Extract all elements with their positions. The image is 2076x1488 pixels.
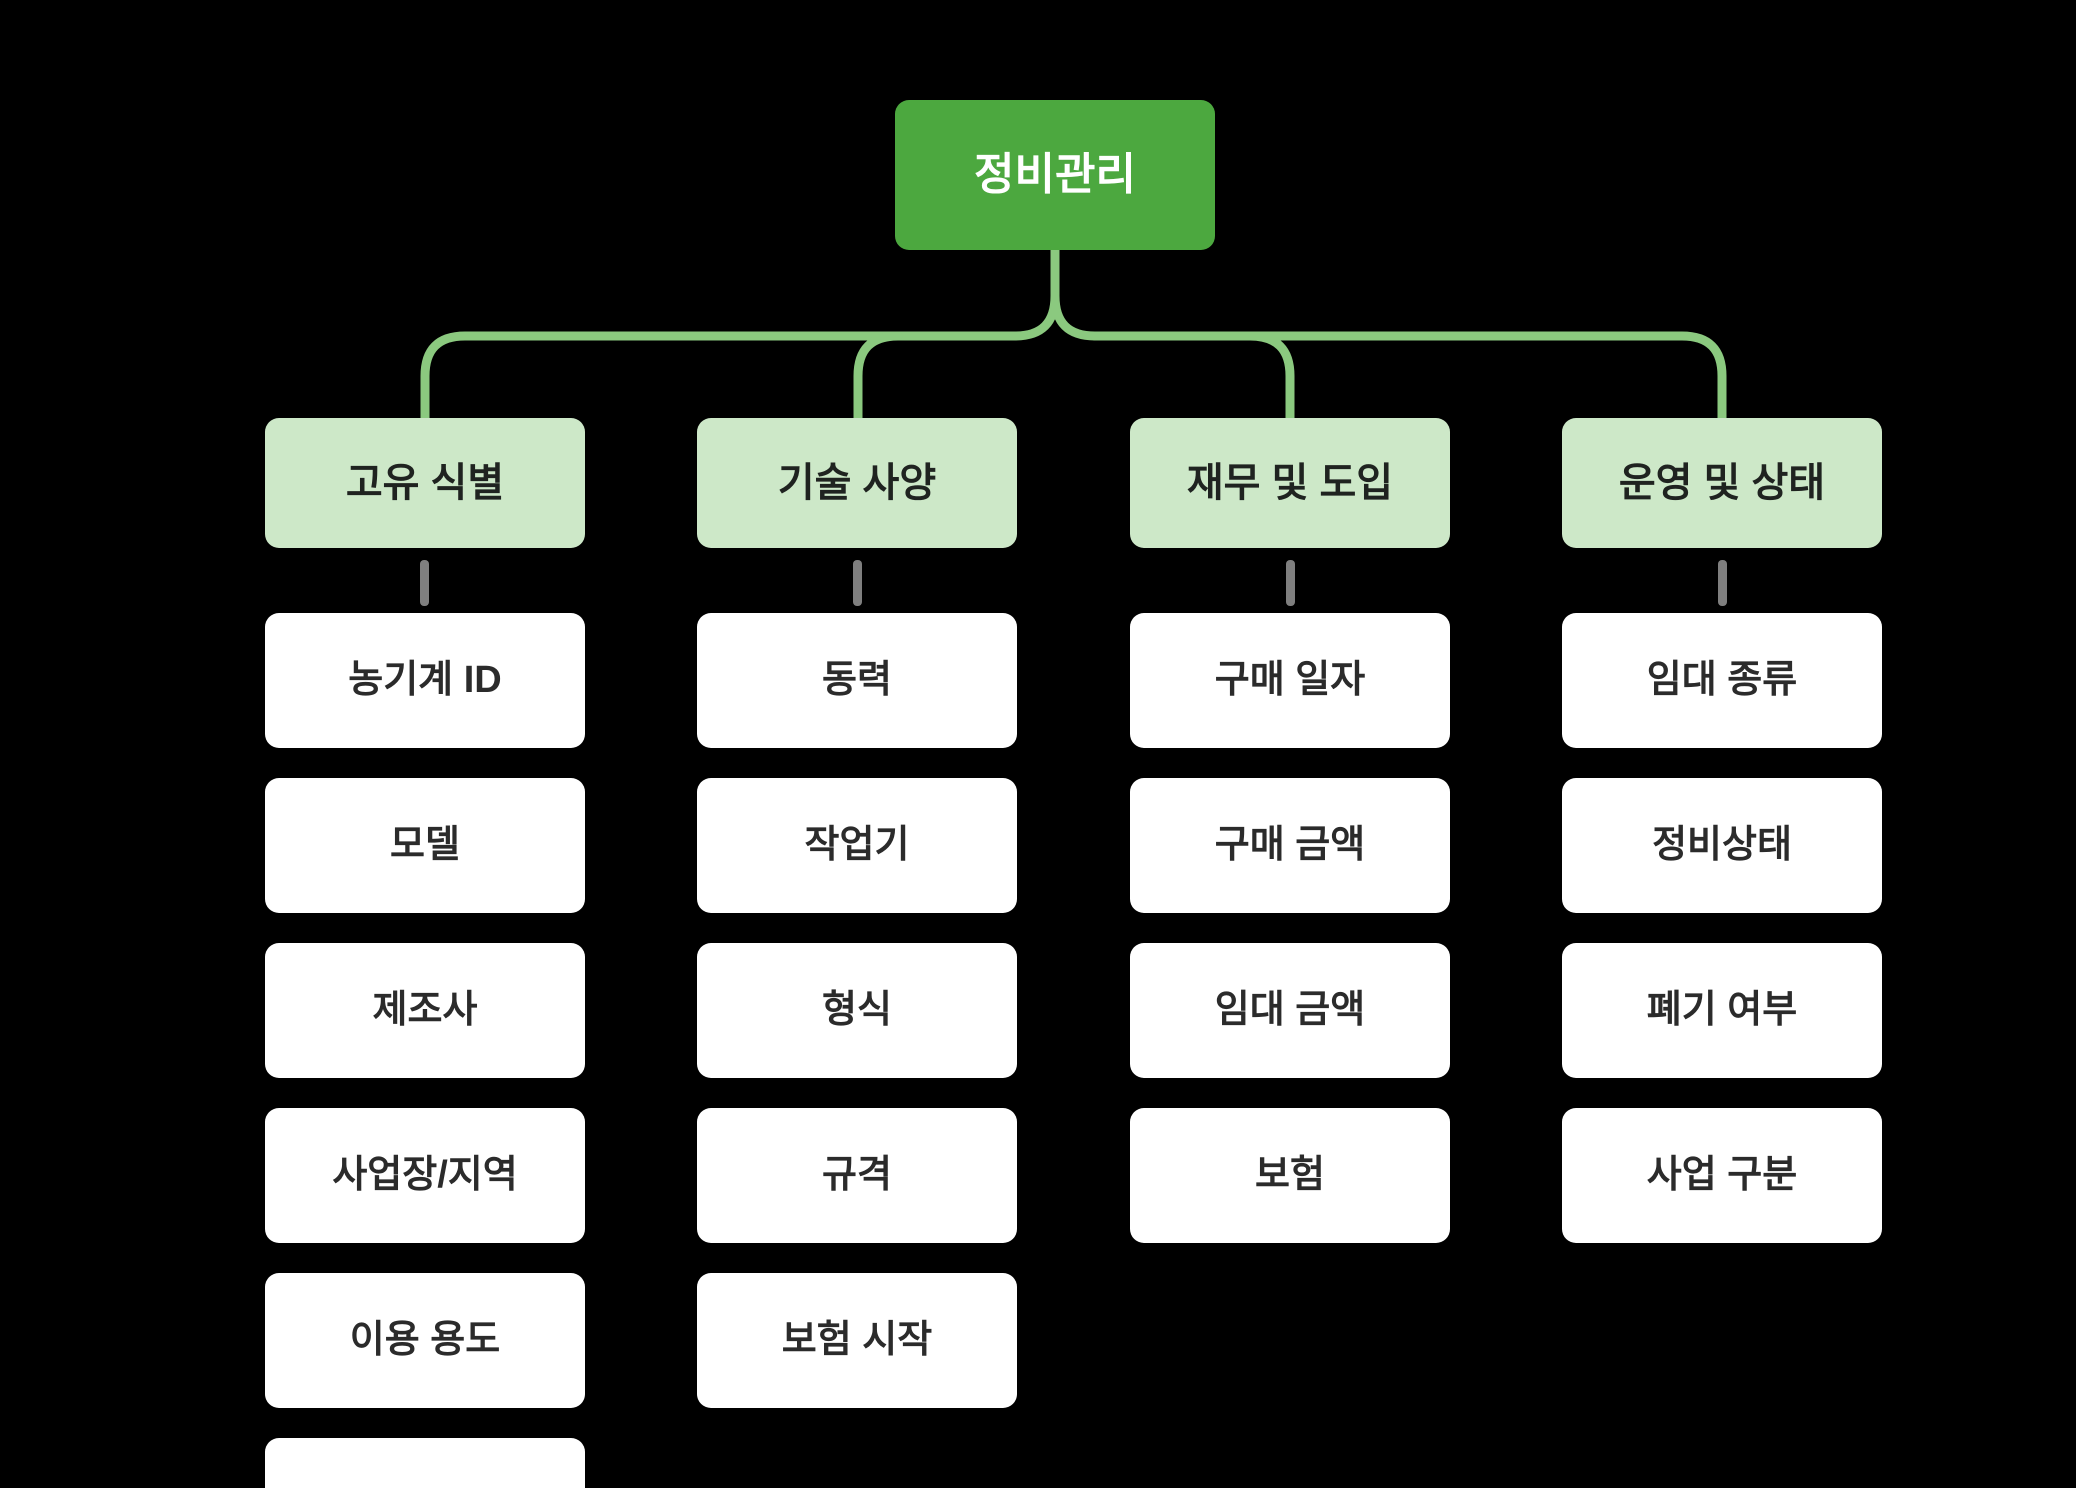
- leaf-node-0-4[interactable]: 이용 용도: [265, 1273, 585, 1408]
- leaf-node-2-1-label: 구매 금액: [1214, 823, 1366, 866]
- leaf-node-1-3[interactable]: 규격: [697, 1108, 1017, 1243]
- category-node-3[interactable]: 운영 및 상태: [1562, 418, 1882, 548]
- leaf-node-1-0[interactable]: 동력: [697, 613, 1017, 748]
- leaf-node-2-0[interactable]: 구매 일자: [1130, 613, 1450, 748]
- leaf-node-0-0-label: 농기계 ID: [348, 658, 502, 701]
- leaf-node-2-1[interactable]: 구매 금액: [1130, 778, 1450, 913]
- leaf-node-2-2[interactable]: 임대 금액: [1130, 943, 1450, 1078]
- leaf-node-3-1-label: 정비상태: [1652, 823, 1792, 866]
- leaf-node-1-1-label: 작업기: [804, 823, 910, 866]
- category-node-2-label: 재무 및 도입: [1186, 461, 1394, 505]
- leaf-node-3-0-label: 임대 종류: [1646, 658, 1798, 701]
- leaf-node-1-0-label: 동력: [822, 658, 892, 701]
- leaf-node-0-1[interactable]: 모델: [265, 778, 585, 913]
- leaf-node-3-0[interactable]: 임대 종류: [1562, 613, 1882, 748]
- leaf-node-2-3-label: 보험: [1255, 1153, 1325, 1196]
- leaf-node-3-2[interactable]: 폐기 여부: [1562, 943, 1882, 1078]
- root-node[interactable]: 정비관리: [895, 100, 1215, 250]
- leaf-node-0-0[interactable]: 농기계 ID: [265, 613, 585, 748]
- leaf-node-3-3-label: 사업 구분: [1646, 1153, 1798, 1196]
- leaf-node-1-4-label: 보험 시작: [781, 1318, 933, 1361]
- leaf-node-0-2-label: 제조사: [372, 988, 478, 1031]
- leaf-node-0-2[interactable]: 제조사: [265, 943, 585, 1078]
- category-node-1-label: 기술 사양: [777, 461, 937, 505]
- root-node-label: 정비관리: [974, 149, 1136, 199]
- leaf-node-1-3-label: 규격: [822, 1153, 892, 1196]
- leaf-node-1-1[interactable]: 작업기: [697, 778, 1017, 913]
- category-node-3-label: 운영 및 상태: [1618, 461, 1826, 505]
- category-node-2[interactable]: 재무 및 도입: [1130, 418, 1450, 548]
- category-node-0-label: 고유 식별: [345, 461, 505, 505]
- leaf-node-1-4[interactable]: 보험 시작: [697, 1273, 1017, 1408]
- leaf-node-3-2-label: 폐기 여부: [1646, 988, 1798, 1031]
- stub-connector-0: [420, 560, 429, 606]
- leaf-node-0-1-label: 모델: [390, 823, 460, 866]
- category-node-1[interactable]: 기술 사양: [697, 418, 1017, 548]
- leaf-node-1-2[interactable]: 형식: [697, 943, 1017, 1078]
- leaf-node-3-1[interactable]: 정비상태: [1562, 778, 1882, 913]
- leaf-node-0-5[interactable]: [265, 1438, 585, 1488]
- leaf-node-2-0-label: 구매 일자: [1214, 658, 1366, 701]
- leaf-node-0-3[interactable]: 사업장/지역: [265, 1108, 585, 1243]
- leaf-node-0-4-label: 이용 용도: [349, 1318, 501, 1361]
- stub-connector-2: [1286, 560, 1295, 606]
- leaf-node-2-2-label: 임대 금액: [1214, 988, 1366, 1031]
- stub-connector-1: [853, 560, 862, 606]
- category-node-0[interactable]: 고유 식별: [265, 418, 585, 548]
- leaf-node-1-2-label: 형식: [822, 988, 892, 1031]
- leaf-node-0-3-label: 사업장/지역: [332, 1153, 518, 1196]
- leaf-node-2-3[interactable]: 보험: [1130, 1108, 1450, 1243]
- leaf-node-3-3[interactable]: 사업 구분: [1562, 1108, 1882, 1243]
- stub-connector-3: [1718, 560, 1727, 606]
